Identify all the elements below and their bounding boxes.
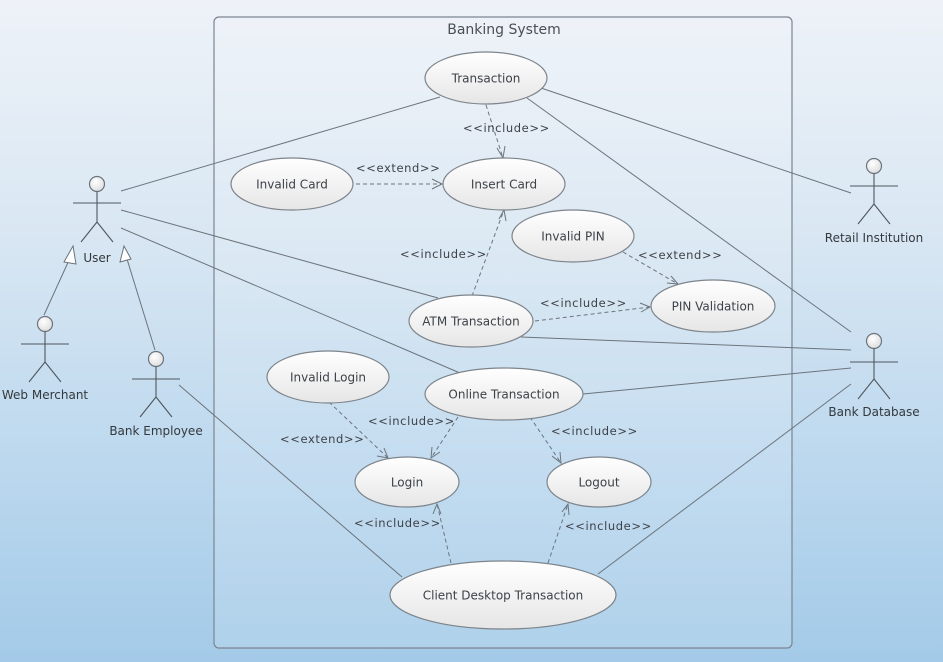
assoc-atm-bank-database: [520, 336, 852, 351]
dep-invalid-card-insert-card-arrowhead: [431, 178, 444, 190]
gen-web-merchant-user-arrowhead: [63, 244, 77, 265]
use-case-atm-transaction-label: ATM Transaction: [422, 315, 519, 329]
label-client-desktop-login: <<include>>: [354, 516, 441, 530]
use-case-pin-validation-label: PIN Validation: [672, 300, 755, 314]
dep-online-logout: [529, 416, 562, 464]
use-case-online-transaction-label: Online Transaction: [448, 388, 559, 402]
dep-online-login: [430, 416, 459, 459]
label-invalid-card-insert-card: <<extend>>: [356, 161, 440, 175]
label-invalid-pin-pin-validation: <<extend>>: [638, 248, 722, 262]
assoc-user-transaction: [120, 96, 441, 192]
actor-bank-employee-label: Bank Employee: [109, 424, 202, 438]
actor-web-merchant-head: [36, 315, 54, 333]
actor-bank-database-head: [865, 332, 883, 350]
actor-retail-institution-label: Retail Institution: [825, 231, 923, 245]
dep-transaction-insert-card: [485, 104, 504, 159]
use-case-logout[interactable]: Logout: [546, 456, 652, 508]
actor-retail-institution[interactable]: Retail Institution: [825, 157, 923, 246]
dep-online-logout-arrowhead: [551, 451, 562, 465]
assoc-transaction-bank-database: [526, 97, 852, 333]
actor-web-merchant-stick-figure: [21, 331, 69, 383]
use-case-invalid-login-label: Invalid Login: [290, 371, 366, 385]
generalizations: [43, 244, 156, 351]
dep-invalid-pin-pin-validation: [622, 251, 679, 285]
actor-user-stick-figure: [73, 191, 121, 243]
use-case-insert-card[interactable]: Insert Card: [442, 157, 566, 211]
label-transaction-insert-card: <<include>>: [463, 121, 550, 135]
dep-client-desktop-login: [436, 503, 452, 564]
assoc-transaction-retail-institution: [540, 87, 852, 194]
dep-online-login-arrowhead: [430, 446, 441, 459]
use-case-transaction[interactable]: Transaction: [424, 51, 548, 105]
use-case-login[interactable]: Login: [354, 456, 460, 508]
use-case-invalid-pin-shape[interactable]: [511, 209, 635, 263]
use-case-online-transaction-shape[interactable]: [424, 367, 584, 421]
actor-bank-database-label: Bank Database: [828, 405, 919, 419]
use-case-online-transaction[interactable]: Online Transaction: [424, 367, 584, 421]
use-case-client-desktop-transaction[interactable]: Client Desktop Transaction: [389, 560, 617, 630]
actor-user-head: [88, 175, 106, 193]
label-atm-insert-card: <<include>>: [400, 247, 487, 261]
use-case-atm-transaction[interactable]: ATM Transaction: [408, 294, 534, 348]
actor-web-merchant-label: Web Merchant: [2, 388, 89, 402]
use-case-invalid-card[interactable]: Invalid Card: [230, 157, 354, 211]
assoc-user-online-transaction: [120, 227, 461, 374]
use-case-logout-label: Logout: [578, 476, 619, 490]
actor-bank-database[interactable]: Bank Database: [828, 332, 920, 420]
use-case-transaction-label: Transaction: [451, 72, 521, 86]
assoc-online-bank-database: [582, 367, 852, 395]
actor-user-label: User: [83, 251, 110, 265]
assoc-user-atm-transaction: [120, 209, 439, 299]
use-case-insert-card-label: Insert Card: [471, 178, 537, 192]
actor-retail-institution-stick-figure: [850, 173, 898, 225]
stereotype-labels: <<include>> <<extend>> <<include>> <<ext…: [280, 121, 722, 533]
actor-bank-employee-head: [147, 350, 165, 368]
use-case-invalid-card-label: Invalid Card: [256, 178, 328, 192]
use-case-invalid-login-shape[interactable]: [266, 350, 390, 404]
label-online-login: <<include>>: [368, 414, 455, 428]
use-case-invalid-login[interactable]: Invalid Login: [266, 350, 390, 404]
actor-bank-employee-stick-figure: [132, 366, 180, 418]
use-case-client-desktop-transaction-label: Client Desktop Transaction: [423, 589, 584, 603]
use-case-insert-card-shape[interactable]: [442, 157, 566, 211]
associations: [120, 87, 852, 578]
gen-bank-employee-user-line: [126, 258, 156, 351]
dep-atm-pin-validation-arrowhead: [639, 302, 652, 313]
use-case-client-desktop-transaction-shape[interactable]: [389, 560, 617, 630]
use-case-transaction-shape[interactable]: [424, 51, 548, 105]
use-case-login-shape[interactable]: [354, 456, 460, 508]
use-case-login-label: Login: [391, 476, 423, 490]
actor-retail-institution-head: [865, 157, 883, 175]
dep-client-desktop-logout: [547, 503, 569, 564]
use-case-logout-shape[interactable]: [546, 456, 652, 508]
actor-user[interactable]: User: [73, 175, 121, 266]
gen-bank-employee-user-arrowhead: [119, 244, 132, 263]
label-online-logout: <<include>>: [551, 424, 638, 438]
use-case-invalid-pin[interactable]: Invalid PIN: [511, 209, 635, 263]
dep-client-desktop-logout-arrowhead: [561, 502, 570, 516]
use-case-invalid-card-shape[interactable]: [230, 157, 354, 211]
use-case-atm-transaction-shape[interactable]: [408, 294, 534, 348]
label-invalid-login-login: <<extend>>: [280, 432, 364, 446]
dep-atm-insert-card: [471, 209, 505, 297]
use-case-pin-validation-shape[interactable]: [650, 279, 776, 333]
assoc-client-desktop-bank-database: [597, 383, 852, 575]
label-atm-pin-validation: <<include>>: [540, 296, 627, 310]
assoc-bank-employee-client-desktop: [178, 384, 403, 578]
gen-web-merchant-user-line: [43, 257, 71, 316]
use-case-invalid-pin-label: Invalid PIN: [541, 230, 604, 244]
actor-bank-employee[interactable]: Bank Employee: [109, 350, 203, 439]
actor-bank-database-stick-figure: [850, 348, 898, 400]
use-case-pin-validation[interactable]: PIN Validation: [650, 279, 776, 333]
label-client-desktop-logout: <<include>>: [565, 519, 652, 533]
dep-atm-pin-validation: [534, 306, 651, 322]
system-boundary-title: Banking System: [447, 22, 560, 38]
actor-web-merchant[interactable]: Web Merchant: [2, 315, 89, 403]
dep-invalid-login-login-arrowhead: [376, 447, 389, 459]
dep-client-desktop-login-arrowhead: [432, 502, 442, 515]
